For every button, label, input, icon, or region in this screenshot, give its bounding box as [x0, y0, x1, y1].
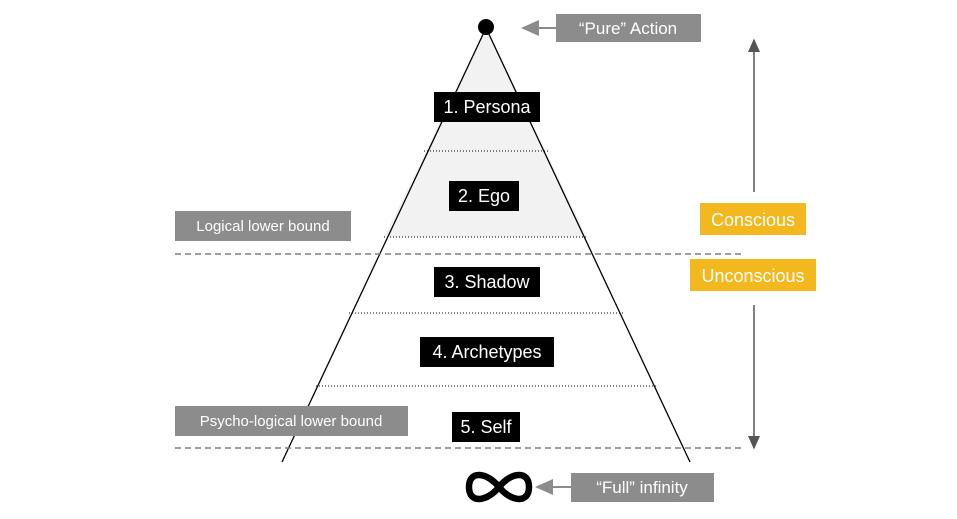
unconscious-label-box	[690, 259, 816, 291]
base-label: “Full” infinity	[596, 478, 688, 497]
apex-label-box	[556, 14, 701, 42]
layer-ego-label: 2. Ego	[458, 186, 510, 206]
layer-persona-label: 1. Persona	[443, 97, 531, 117]
layer-shadow-box	[434, 267, 540, 297]
infinity-icon	[465, 471, 533, 503]
layer-shadow-label: 3. Shadow	[444, 272, 530, 292]
base-label-box	[571, 473, 714, 502]
unconscious-label: Unconscious	[701, 266, 804, 286]
apex-label: “Pure” Action	[579, 19, 677, 38]
layer-archetypes-label: 4. Archetypes	[432, 342, 541, 362]
logical-bound-label: Logical lower bound	[196, 218, 329, 235]
conscious-label-box	[700, 203, 806, 235]
conscious-label: Conscious	[711, 210, 795, 230]
layer-persona-box	[434, 92, 540, 122]
layer-self-label: 5. Self	[460, 417, 512, 437]
psycho-logical-bound-label: Psycho-logical lower bound	[200, 413, 383, 430]
conscious-region	[384, 28, 587, 237]
layer-ego-box	[449, 181, 519, 211]
apex-dot	[478, 19, 494, 35]
psycho-logical-bound-box	[175, 406, 408, 436]
layer-self-box	[452, 412, 520, 442]
logical-bound-box	[175, 211, 351, 241]
layer-archetypes-box	[420, 337, 554, 367]
